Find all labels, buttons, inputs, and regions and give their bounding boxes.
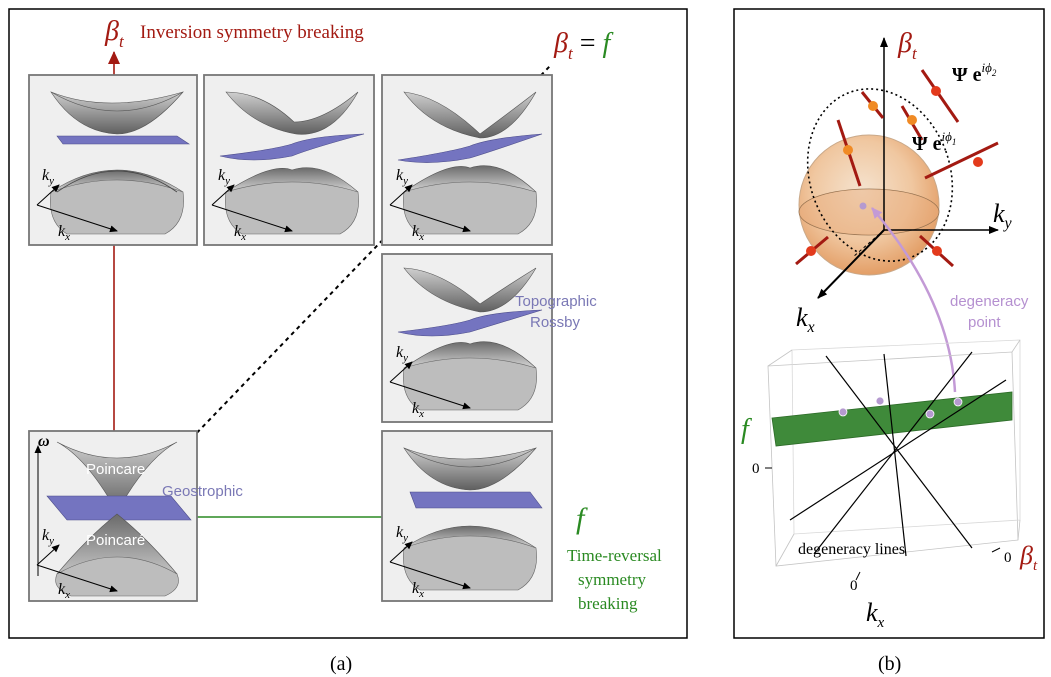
topographic-label: Topographic (515, 293, 597, 310)
kx-label-4: kx (412, 400, 424, 420)
box-kx-label: kx (866, 598, 885, 631)
time-reversal-line-3: breaking (578, 594, 638, 613)
degeneracy-lines-label: degeneracy lines (798, 541, 905, 558)
box-beta-zero: 0 (1004, 550, 1012, 566)
rossby-label: Rossby (530, 314, 581, 331)
poincare-upper-label: Poincare (86, 461, 145, 478)
sphere-beta-label: βt (897, 28, 918, 63)
psi-1-label: Ψ eiϕ1 (912, 129, 956, 155)
omega-label: ω (38, 433, 50, 450)
degeneracy-point-line-1: degeneracy (950, 293, 1029, 310)
caption-b: (b) (878, 653, 901, 675)
degeneracy-point-line-2: point (968, 314, 1001, 331)
ky-label-3: ky (396, 167, 408, 187)
geostrophic-label: Geostrophic (162, 483, 243, 500)
poincare-lower-label: Poincaré (86, 532, 145, 549)
degeneracy-box (767, 339, 1021, 567)
k-labels: ky kx ky kx ky kx ky kx ky kx ky kx ω (38, 167, 424, 601)
time-reversal-line-2: symmetry (578, 570, 646, 589)
plot-time-reversal-only (381, 430, 553, 602)
box-f-zero: 0 (752, 461, 760, 477)
sphere-kx-axis (817, 229, 885, 299)
time-reversal-line-1: Time-reversal (567, 546, 662, 565)
degeneracy-lines (789, 351, 1007, 557)
degeneracy-arrow (871, 207, 957, 393)
plot-diag-1 (203, 74, 375, 246)
degeneracy-points (838, 396, 963, 419)
box-kx-zero: 0 (850, 578, 858, 594)
plot-inversion-only (28, 74, 198, 246)
psi-2-label: Ψ eiϕ2 (952, 60, 997, 86)
kx-label-3: kx (412, 223, 424, 243)
beta-t-axis-label: βt (104, 16, 125, 51)
kx-label-6: kx (58, 581, 70, 601)
f-plane (771, 391, 1013, 447)
kx-label-5: kx (412, 580, 424, 600)
box-beta-label: βt (1019, 541, 1038, 574)
bloch-sphere (798, 88, 954, 276)
kx-label-1: kx (58, 223, 70, 243)
ky-label-6: ky (42, 527, 54, 547)
box-f-label: f (741, 414, 752, 445)
spinor-dots (806, 86, 983, 256)
plot-topographic-rossby (381, 253, 553, 423)
caption-a: (a) (330, 653, 352, 675)
ky-label-4: ky (396, 344, 408, 364)
panel-b-frame (733, 8, 1045, 639)
plot-origin-geostrophic (28, 430, 198, 602)
plot-diag-2 (381, 74, 553, 246)
kx-label-2: kx (234, 223, 246, 243)
ky-label-1: ky (42, 167, 54, 187)
sphere-ky-label: ky (993, 199, 1013, 232)
ky-label-2: ky (218, 167, 230, 187)
inversion-label: Inversion symmetry breaking (140, 22, 364, 43)
sphere-kx-label: kx (796, 303, 815, 336)
mini-axes (36, 184, 471, 593)
beta-equals-f-label: βt = f (553, 28, 613, 63)
ky-label-5: ky (396, 524, 408, 544)
